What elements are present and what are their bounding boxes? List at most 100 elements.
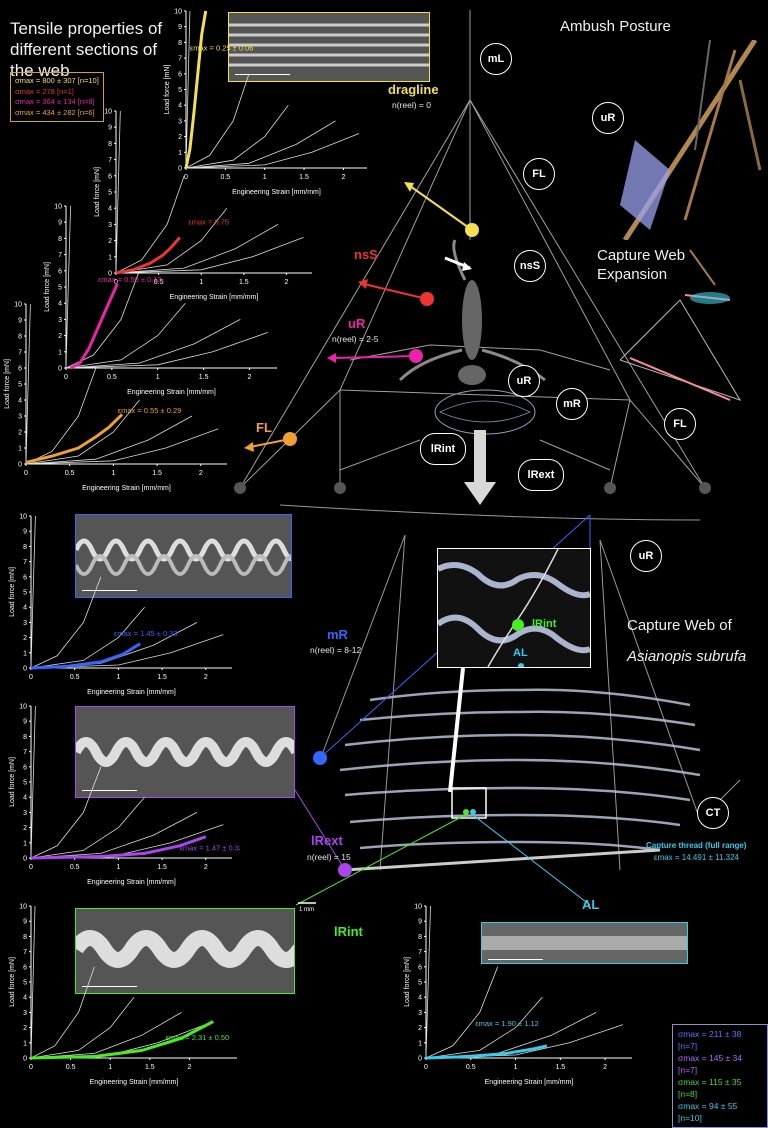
y-tick-label: 4: [418, 995, 422, 1002]
x-tick-label: 0.5: [154, 279, 164, 286]
legend-bottom: σmax = 211 ± 38 [n=7] σmax = 145 ± 34 [n…: [672, 1024, 768, 1128]
circle-FL-top: FL: [523, 158, 555, 190]
x-tick-label: 0: [29, 1064, 33, 1071]
background-curve: [185, 10, 191, 169]
y-tick-label: 5: [418, 980, 422, 987]
y-tick-label: 5: [58, 285, 62, 292]
background-curve: [115, 175, 185, 274]
y-tick-label: 10: [14, 302, 22, 309]
background-curve: [65, 332, 268, 369]
y-tick-label: 8: [23, 934, 27, 941]
x-tick-label: 2: [248, 374, 252, 381]
y-tick-label: 8: [23, 734, 27, 741]
background-curve: [65, 302, 186, 369]
ambush-photo: [565, 38, 765, 242]
y-tick-label: 2: [23, 825, 27, 832]
y-tick-label: 6: [23, 574, 27, 581]
y-tick-label: 10: [19, 904, 27, 911]
y-tick-label: 4: [23, 995, 27, 1002]
highlight-series: [30, 1020, 214, 1060]
inset-label-lRint: lRint: [532, 618, 557, 630]
x-tick-label: 1.5: [152, 470, 162, 477]
highlight-series: [69, 283, 119, 370]
y-tick-label: 10: [19, 514, 27, 521]
background-curve: [65, 319, 241, 369]
background-curve: [425, 996, 543, 1059]
y-tick-label: 2: [418, 1025, 422, 1032]
x-tick-label: 1: [108, 1064, 112, 1071]
y-tick-label: 10: [174, 9, 182, 16]
legend-bottom-item: σmax = 145 ± 34 [n=7]: [678, 1053, 743, 1075]
y-tick-label: 9: [23, 919, 27, 926]
y-tick-label: 10: [414, 904, 422, 911]
legend-top-item: σmax = 364 ± 134 [n=8]: [15, 97, 95, 106]
y-axis-label: Load force [mN]: [404, 957, 411, 1007]
y-tick-label: 3: [418, 1010, 422, 1017]
background-curve: [425, 966, 499, 1059]
y-tick-label: 1: [178, 150, 182, 157]
reel-dragline: n(reel) = 0: [392, 100, 431, 110]
y-tick-label: 4: [178, 103, 182, 110]
background-curve: [115, 224, 279, 274]
reel-lRext: n(reel) = 15: [307, 852, 351, 862]
x-tick-label: 1: [111, 470, 115, 477]
y-tick-label: 5: [18, 382, 22, 389]
emax-annotation: εmax = 1.45 ± 0.33: [114, 629, 178, 638]
y-tick-label: 4: [18, 398, 22, 405]
x-tick-label: 2: [188, 1064, 192, 1071]
x-tick-label: 1.5: [239, 279, 249, 286]
y-tick-label: 9: [58, 220, 62, 227]
y-axis-label: Load force [mN]: [164, 65, 171, 115]
x-axis-label: Engineering Strain [mm/mm]: [90, 1079, 179, 1086]
y-tick-label: 3: [23, 810, 27, 817]
y-tick-label: 4: [23, 795, 27, 802]
background-curve: [30, 515, 36, 669]
x-tick-label: 0: [64, 374, 68, 381]
y-tick-label: 0: [23, 856, 27, 863]
highlight-series: [425, 1044, 548, 1060]
capture-inset: lRint AL: [437, 548, 591, 668]
y-tick-label: 8: [23, 544, 27, 551]
y-tick-label: 1: [58, 349, 62, 356]
sem-lRint: [75, 908, 295, 994]
circle-nsS: nsS: [514, 250, 546, 282]
y-tick-label: 0: [58, 366, 62, 373]
y-tick-label: 2: [58, 333, 62, 340]
x-tick-label: 0: [114, 279, 118, 286]
y-tick-label: 4: [108, 206, 112, 213]
y-tick-label: 9: [18, 318, 22, 325]
label-lRext: lRext: [311, 833, 343, 848]
background-curve: [425, 905, 431, 1059]
x-tick-label: 0: [184, 174, 188, 181]
y-tick-label: 7: [18, 350, 22, 357]
y-tick-label: 0: [108, 271, 112, 278]
y-tick-label: 3: [18, 414, 22, 421]
y-tick-label: 7: [418, 949, 422, 956]
y-tick-label: 8: [108, 141, 112, 148]
emax-annotation: εmax = 0.55 ± 0.29: [118, 406, 182, 415]
y-tick-label: 5: [23, 980, 27, 987]
figure-title: Tensile properties of different sections…: [10, 19, 163, 80]
highlight-series: [30, 642, 141, 670]
y-axis-label: Load force [mN]: [9, 757, 16, 807]
x-axis-label: Engineering Strain [mm/mm]: [127, 389, 216, 396]
background-curve: [115, 237, 304, 274]
background-curve: [30, 1012, 182, 1059]
y-tick-label: 3: [178, 118, 182, 125]
y-tick-label: 2: [108, 238, 112, 245]
reel-mR: n(reel) = 8-12: [310, 645, 362, 655]
y-tick-label: 8: [178, 40, 182, 47]
sem-dragline: [228, 12, 430, 82]
x-axis-label: Engineering Strain [mm/mm]: [485, 1079, 574, 1086]
circle-lRext: lRext: [518, 459, 564, 491]
y-tick-label: 3: [58, 317, 62, 324]
ambush-heading: Ambush Posture: [560, 18, 671, 35]
background-curve: [30, 966, 95, 1059]
x-axis-label: Engineering Strain [mm/mm]: [82, 485, 171, 492]
y-tick-label: 0: [23, 666, 27, 673]
background-curve: [30, 576, 102, 669]
y-tick-label: 5: [108, 190, 112, 197]
y-tick-label: 3: [23, 1010, 27, 1017]
